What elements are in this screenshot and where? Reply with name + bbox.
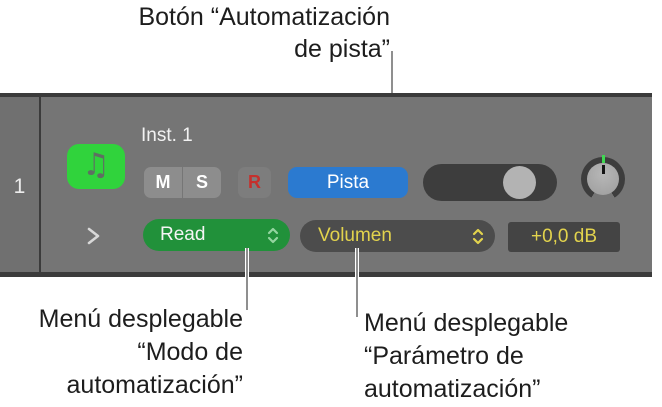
chevron-up-down-icon xyxy=(266,227,280,244)
track-automation-button[interactable]: Pista xyxy=(288,167,408,198)
callout-line-2: “Parámetro de xyxy=(364,342,524,370)
track-name[interactable]: Inst. 1 xyxy=(141,125,193,146)
mute-solo-group: M S xyxy=(144,167,221,198)
record-enable-button[interactable]: R xyxy=(238,167,271,198)
callout-track-automation-button: Botón “Automatización de pista” xyxy=(138,1,390,65)
callout-automation-mode-menu: Menú desplegable “Modo de automatización… xyxy=(39,303,243,402)
callout-line-2: de pista” xyxy=(294,35,390,63)
automation-toggle[interactable] xyxy=(423,164,557,201)
callout-line-1: Botón “Automatización xyxy=(138,3,390,31)
automation-parameter-label: Volumen xyxy=(318,225,392,246)
callout-line-3: automatización” xyxy=(364,375,541,403)
automation-value-field[interactable]: +0,0 dB xyxy=(508,222,620,252)
track-header: 1 ♫ Inst. 1 M S R Pista Read xyxy=(0,93,652,277)
callout-line-1: Menú desplegable xyxy=(364,309,569,337)
pan-knob[interactable] xyxy=(581,155,625,201)
chevron-up-down-icon xyxy=(471,228,485,245)
toggle-thumb-icon xyxy=(503,166,536,199)
knob-pointer-icon xyxy=(602,165,605,174)
music-note-icon: ♫ xyxy=(82,147,110,183)
callout-line-3: automatización” xyxy=(66,371,243,399)
callout-line-1: Menú desplegable xyxy=(38,305,243,333)
automation-parameter-menu[interactable]: Volumen xyxy=(300,220,495,252)
callout-pointer-line xyxy=(245,248,249,310)
solo-button[interactable]: S xyxy=(195,172,208,192)
knob-tick-icon xyxy=(602,155,605,163)
automation-mode-label: Read xyxy=(160,224,206,245)
track-number-column[interactable]: 1 xyxy=(0,97,41,272)
callout-pointer-line xyxy=(355,248,359,317)
callout-line-2: “Modo de xyxy=(137,338,243,366)
callout-automation-parameter-menu: Menú desplegable “Parámetro de automatiz… xyxy=(364,307,568,406)
disclosure-chevron-icon[interactable] xyxy=(84,226,102,246)
automation-mode-menu[interactable]: Read xyxy=(143,219,290,251)
mute-button[interactable]: M xyxy=(144,167,183,198)
track-number: 1 xyxy=(13,175,26,198)
track-icon[interactable]: ♫ xyxy=(67,144,125,189)
